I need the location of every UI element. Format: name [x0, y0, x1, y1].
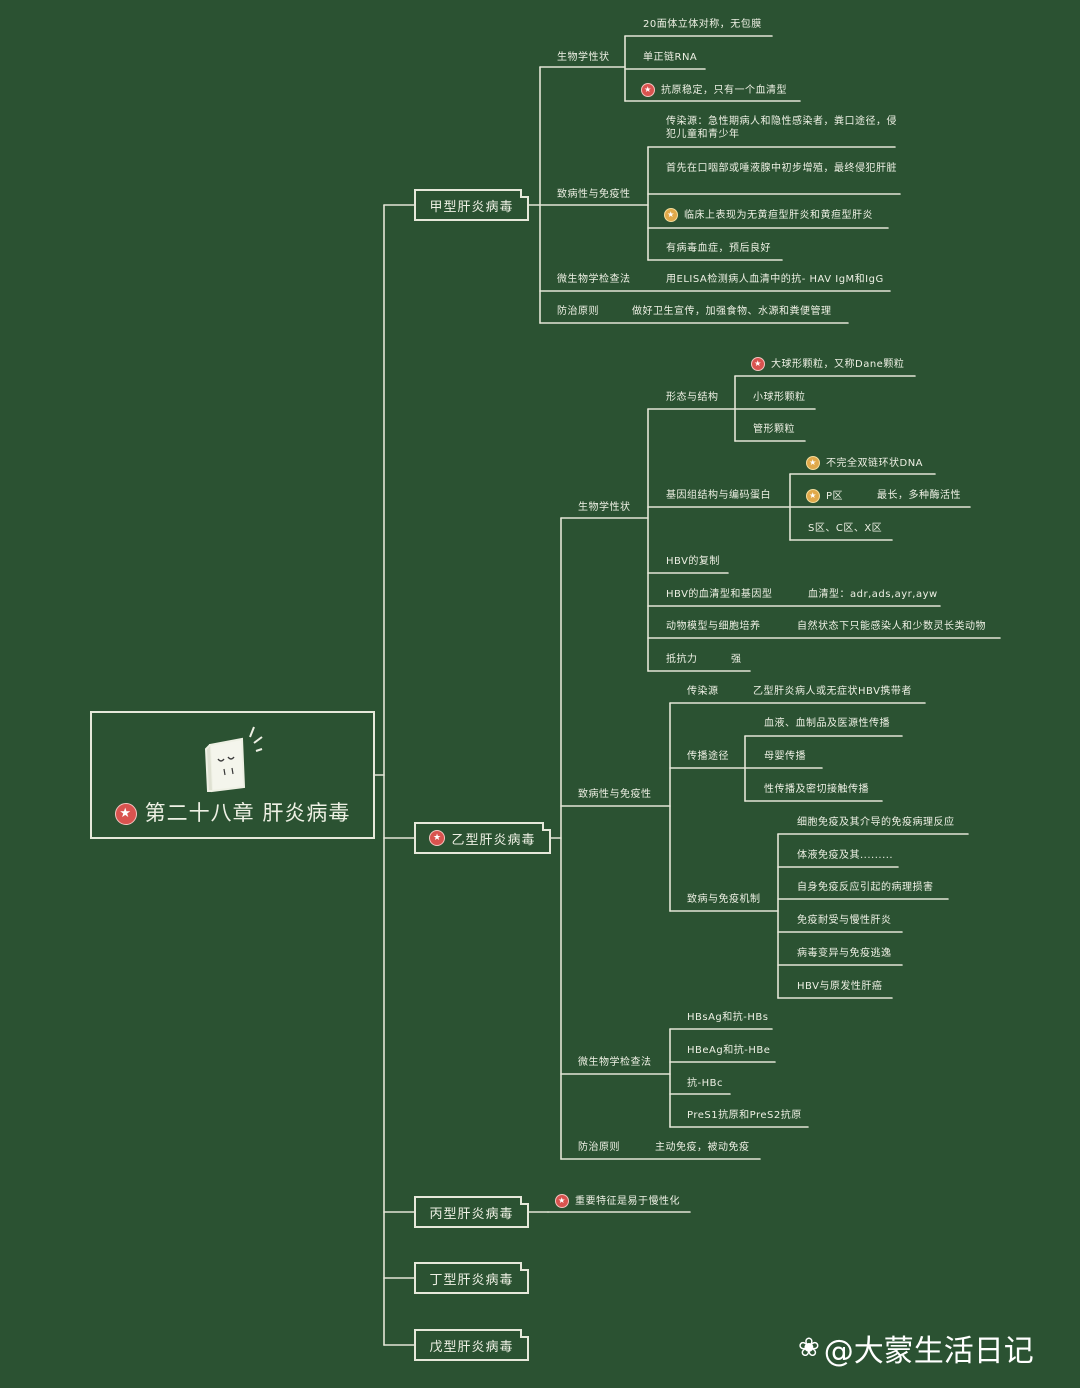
node-hcv-note[interactable]: ★重要特征是易于慢性化	[555, 1194, 680, 1208]
node-hbv-animal[interactable]: 动物模型与细胞培养	[666, 621, 761, 632]
node-hbv-source-value[interactable]: 乙型肝炎病人或无症状HBV携带者	[753, 686, 912, 697]
node-hav-path-1[interactable]: 传染源：急性期病人和隐性感染者，粪口途径，侵犯儿童和青少年	[666, 116, 897, 140]
node-hav-lab[interactable]: 微生物学检查法	[557, 274, 631, 285]
node-hbv-route-2[interactable]: 母婴传播	[764, 751, 806, 762]
node-hbv-mech-4[interactable]: 免疫耐受与慢性肝炎	[797, 915, 892, 926]
node-hav-prev-value[interactable]: 做好卫生宣传，加强食物、水源和粪便管理	[632, 306, 832, 317]
watermark: ❀ @大蒙生活日记	[798, 1333, 1034, 1369]
node-hav-path-3[interactable]: ★临床上表现为无黄疸型肝炎和黄疸型肝炎	[664, 208, 873, 222]
branch-hdv[interactable]: 丁型肝炎病毒	[414, 1262, 529, 1294]
node-hbv-mech-1[interactable]: 细胞免疫及其介导的免疫病理反应	[797, 817, 955, 828]
star-icon: ★	[806, 456, 820, 470]
node-hbv-lab-4[interactable]: PreS1抗原和PreS2抗原	[687, 1110, 802, 1121]
node-hbv-prev[interactable]: 防治原则	[578, 1142, 620, 1153]
branch-hav[interactable]: 甲型肝炎病毒	[414, 189, 529, 221]
node-hbv-morph-1[interactable]: ★大球形颗粒，又称Dane颗粒	[751, 357, 904, 371]
star-icon: ★	[555, 1194, 569, 1208]
node-hbv-genome-p-note[interactable]: 最长，多种酶活性	[877, 490, 961, 501]
node-hbv-lab-3[interactable]: 抗-HBc	[687, 1078, 723, 1089]
star-icon: ★	[664, 208, 678, 222]
node-hbv-path[interactable]: 致病性与免疫性	[578, 789, 652, 800]
node-hbv-replication[interactable]: HBV的复制	[666, 556, 720, 567]
node-hav-prev[interactable]: 防治原则	[557, 306, 599, 317]
star-icon: ★	[429, 830, 446, 846]
node-hav-path[interactable]: 致病性与免疫性	[557, 189, 631, 200]
node-hbv-route-1[interactable]: 血液、血制品及医源性传播	[764, 718, 890, 729]
node-hbv-genome-1[interactable]: ★不完全双链环状DNA	[806, 456, 923, 470]
node-hbv-animal-value[interactable]: 自然状态下只能感染人和少数灵长类动物	[797, 621, 986, 632]
branch-hev[interactable]: 戊型肝炎病毒	[414, 1329, 529, 1361]
star-icon: ★	[114, 803, 137, 825]
node-hbv-prev-value[interactable]: 主动免疫，被动免疫	[655, 1142, 750, 1153]
node-hbv-morph-2[interactable]: 小球形颗粒	[753, 392, 806, 403]
node-hav-path-4[interactable]: 有病毒血症，预后良好	[666, 243, 771, 254]
node-hbv-mech[interactable]: 致病与免疫机制	[687, 894, 761, 905]
node-hbv-route[interactable]: 传播途径	[687, 751, 729, 762]
root-node[interactable]: ★第二十八章 肝炎病毒	[90, 711, 375, 839]
node-hbv-mech-6[interactable]: HBV与原发性肝癌	[797, 981, 883, 992]
node-hav-path-2[interactable]: 首先在口咽部或唾液腺中初步增殖，最终侵犯肝脏	[666, 163, 897, 174]
node-hbv-route-3[interactable]: 性传播及密切接触传播	[764, 784, 869, 795]
star-icon: ★	[751, 357, 765, 371]
node-hbv-morph-3[interactable]: 管形颗粒	[753, 424, 795, 435]
branch-hbv[interactable]: ★乙型肝炎病毒	[414, 822, 551, 854]
branch-hcv[interactable]: 丙型肝炎病毒	[414, 1196, 529, 1228]
node-hbv-genome[interactable]: 基因组结构与编码蛋白	[666, 490, 771, 501]
node-hav-bio-1[interactable]: 20面体立体对称，无包膜	[643, 19, 762, 30]
star-icon: ★	[806, 489, 820, 503]
node-hbv-morph[interactable]: 形态与结构	[666, 392, 719, 403]
node-hbv-lab-1[interactable]: HBsAg和抗-HBs	[687, 1012, 769, 1023]
node-hav-bio[interactable]: 生物学性状	[557, 52, 610, 63]
book-icon	[204, 726, 263, 793]
node-hbv-lab[interactable]: 微生物学检查法	[578, 1057, 652, 1068]
node-hbv-serotype[interactable]: HBV的血清型和基因型	[666, 589, 773, 600]
star-icon: ★	[641, 83, 655, 97]
node-hbv-mech-5[interactable]: 病毒变异与免疫逃逸	[797, 948, 892, 959]
node-hbv-source[interactable]: 传染源	[687, 686, 719, 697]
node-hbv-mech-2[interactable]: 体液免疫及其.........	[797, 850, 894, 861]
weibo-paw-icon: ❀	[798, 1333, 820, 1363]
node-hbv-lab-2[interactable]: HBeAg和抗-HBe	[687, 1045, 771, 1056]
node-hbv-serotype-value[interactable]: 血清型：adr,ads,ayr,ayw	[808, 589, 938, 600]
node-hbv-resistance-value[interactable]: 强	[731, 654, 742, 665]
node-hbv-bio[interactable]: 生物学性状	[578, 502, 631, 513]
node-hbv-genome-3[interactable]: S区、C区、X区	[808, 523, 883, 534]
node-hbv-mech-3[interactable]: 自身免疫反应引起的病理损害	[797, 882, 934, 893]
node-hbv-genome-p[interactable]: ★P区	[806, 489, 843, 503]
node-hav-bio-3[interactable]: ★抗原稳定，只有一个血清型	[641, 83, 787, 97]
node-hav-bio-2[interactable]: 单正链RNA	[643, 52, 698, 63]
node-hbv-resistance[interactable]: 抵抗力	[666, 654, 698, 665]
root-title: ★第二十八章 肝炎病毒	[92, 797, 373, 827]
node-hav-lab-value[interactable]: 用ELISA检测病人血清中的抗- HAV IgM和IgG	[666, 274, 884, 285]
